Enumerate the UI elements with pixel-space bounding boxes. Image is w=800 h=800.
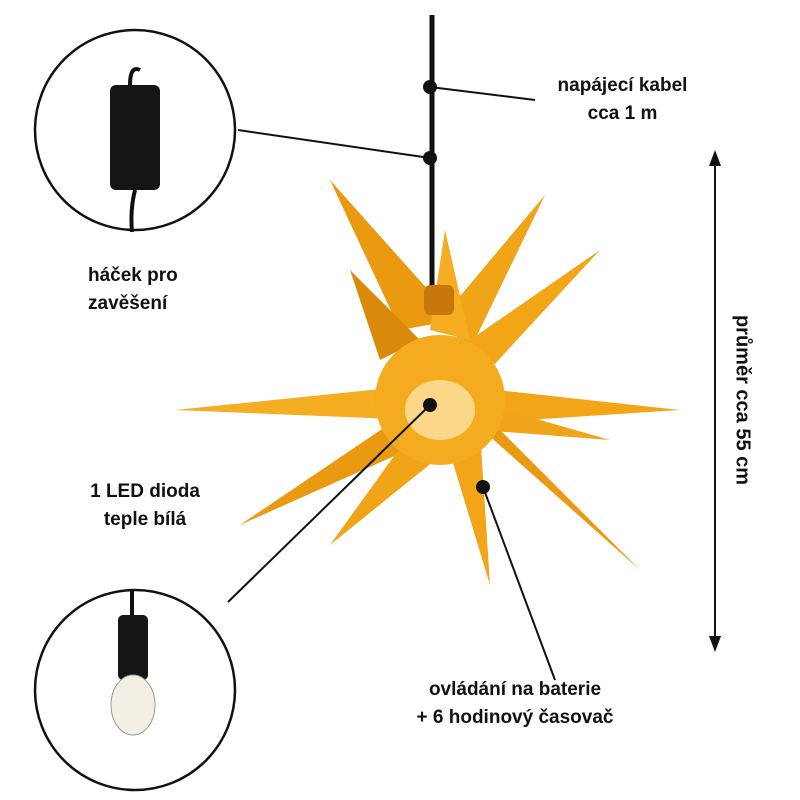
diameter-label: průměr cca 55 cm — [731, 314, 754, 486]
hook-image — [110, 67, 160, 233]
control-label-line2: + 6 hodinový časovač — [416, 707, 614, 728]
cable-label: napájecí kabel cca 1 m — [535, 72, 710, 128]
callout-dots — [423, 80, 490, 494]
hook-label: háček pro zavěšení — [88, 262, 178, 318]
star-lamp — [175, 180, 680, 585]
hook-label-line2: zavěšení — [88, 293, 168, 314]
control-label-line1: ovládání na baterie — [428, 679, 602, 700]
led-label-line2: teple bílá — [103, 509, 187, 530]
cable-label-line2: cca 1 m — [587, 103, 658, 124]
cable-label-line1: napájecí kabel — [557, 75, 688, 96]
hook-detail-circle — [33, 28, 237, 232]
diameter-arrow — [709, 150, 721, 652]
bulb-detail-circle — [33, 588, 237, 792]
led-label: 1 LED dioda teple bílá — [70, 478, 220, 534]
led-label-line1: 1 LED dioda — [90, 481, 200, 502]
control-label: ovládání na baterie + 6 hodinový časovač — [395, 676, 635, 732]
hook-label-line1: háček pro — [88, 265, 178, 286]
bulb-image — [110, 590, 156, 736]
leader-lines — [227, 86, 556, 681]
